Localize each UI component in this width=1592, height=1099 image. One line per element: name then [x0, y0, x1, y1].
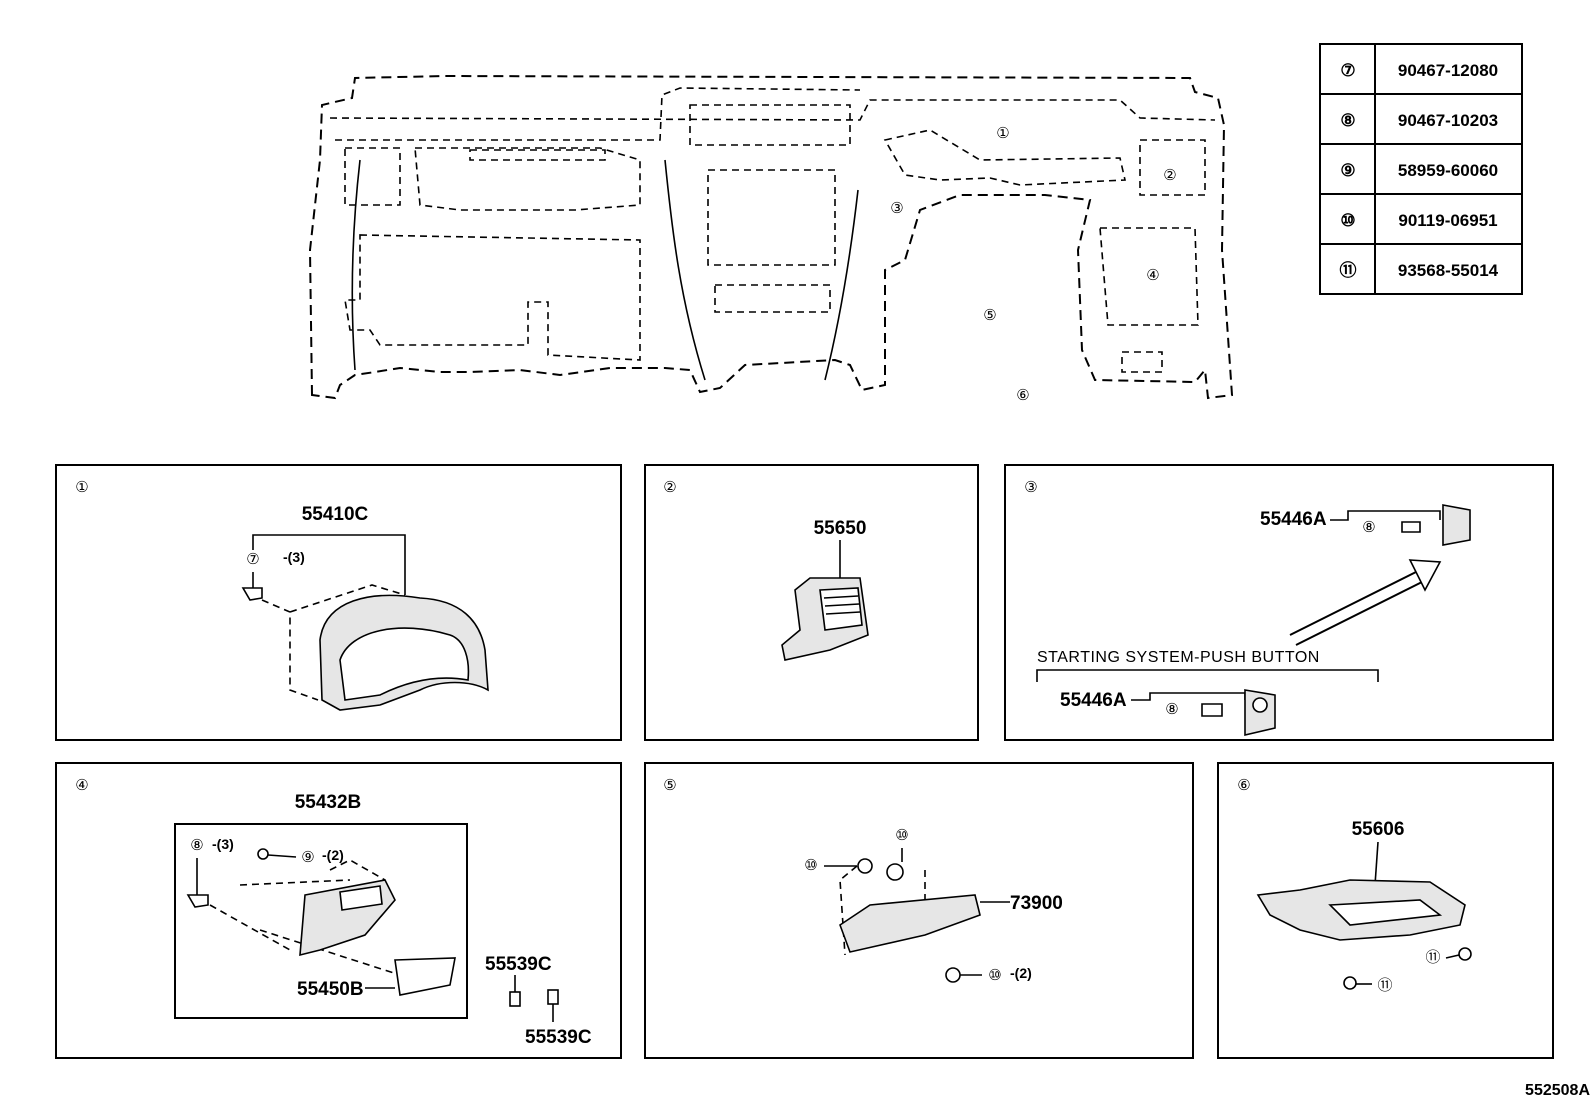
fastener-7-label: ⑦: [246, 551, 259, 568]
panel-5-lower-cover: ⑤ ⑩ ⑩ 73900 ⑩ -(2): [644, 762, 1194, 1059]
table-row-2-number: ⑧: [1340, 111, 1355, 130]
lower-box-shape: [394, 957, 456, 996]
panel-4-lower-panel: ④ 55432B ⑧ -(3) ⑨ -(2) 55450B 55539C 555…: [55, 762, 622, 1059]
panel-6-number: ⑥: [1237, 777, 1250, 794]
illustration-reference: 552508A: [1525, 1082, 1590, 1099]
parts-number-table: ⑦ 90467-12080 ⑧ 90467-10203 ⑨ 58959-6006…: [1319, 43, 1523, 295]
lower-cover-shape: [839, 894, 981, 953]
panel-2-side-register: ② 55650: [644, 464, 979, 741]
fastener-10-b-label: ⑩: [895, 827, 908, 844]
table-row-1-part: 90467-12080: [1398, 61, 1498, 80]
part-label-55539c-b: 55539C: [525, 1027, 592, 1048]
fastener-8-qty: -(3): [212, 836, 234, 852]
overview-callout-5: ⑤: [983, 307, 996, 324]
table-row-3-part: 58959-60060: [1398, 161, 1498, 180]
fastener-7-qty: -(3): [283, 549, 305, 565]
table-row-5-number: ⑪: [1340, 260, 1357, 280]
overview-callout-1: ①: [996, 125, 1009, 142]
panel-1-number: ①: [75, 479, 88, 496]
fastener-9-qty: -(2): [322, 847, 344, 863]
table-row-3-number: ⑨: [1340, 161, 1355, 180]
dashboard-overview-drawing: ① ② ③ ④ ⑤ ⑥: [308, 74, 1234, 404]
fastener-8-bottom-label: ⑧: [1165, 701, 1178, 718]
fastener-10-c-qty: -(2): [1010, 965, 1032, 981]
part-label-55539c-a: 55539C: [485, 954, 552, 975]
panel-3-switch-base: ③ 55446A ⑧ STARTING SYSTEM-PUSH BUTTON 5…: [1004, 464, 1554, 741]
part-label-55450b: 55450B: [297, 979, 364, 1000]
panel-3-number: ③: [1024, 479, 1037, 496]
part-label-55446a-bottom: 55446A: [1060, 690, 1127, 711]
panel-6-undercover: ⑥ 55606 ⑪ ⑪: [1217, 762, 1554, 1059]
table-row-4-part: 90119-06951: [1398, 211, 1497, 230]
fastener-10-c-label: ⑩: [988, 967, 1001, 984]
panel-2-number: ②: [663, 479, 676, 496]
switch-base-top-shape: [1442, 504, 1471, 546]
fastener-8-top-label: ⑧: [1362, 519, 1375, 536]
table-row-2-part: 90467-10203: [1398, 111, 1498, 130]
fastener-11-a-label: ⑪: [1377, 977, 1392, 994]
fastener-8-label: ⑧: [190, 837, 203, 854]
panel-5-number: ⑤: [663, 777, 676, 794]
panel-4-number: ④: [75, 777, 88, 794]
part-label-55650: 55650: [814, 518, 867, 539]
table-row-4-number: ⑩: [1340, 211, 1355, 230]
part-label-55410c: 55410C: [302, 504, 369, 525]
fastener-9-label: ⑨: [301, 849, 314, 866]
part-label-73900: 73900: [1010, 893, 1063, 914]
fastener-11-b-label: ⑪: [1425, 949, 1440, 966]
overview-callout-3: ③: [890, 200, 903, 217]
table-row-1-number: ⑦: [1340, 61, 1355, 80]
fastener-10-a-label: ⑩: [804, 857, 817, 874]
panel-1-meter-hood: ① 55410C ⑦ -(3): [55, 464, 622, 741]
clip-7-shape: [241, 587, 263, 601]
part-label-55432b: 55432B: [295, 792, 362, 813]
part-label-55446a-top: 55446A: [1260, 509, 1327, 530]
table-row-5-part: 93568-55014: [1398, 261, 1499, 280]
part-label-55606: 55606: [1352, 819, 1405, 840]
overview-callout-4: ④: [1146, 267, 1159, 284]
starting-system-caption: STARTING SYSTEM-PUSH BUTTON: [1037, 649, 1320, 666]
overview-callout-6: ⑥: [1016, 387, 1029, 404]
arrow-head: [1408, 559, 1442, 592]
overview-callout-2: ②: [1163, 167, 1176, 184]
